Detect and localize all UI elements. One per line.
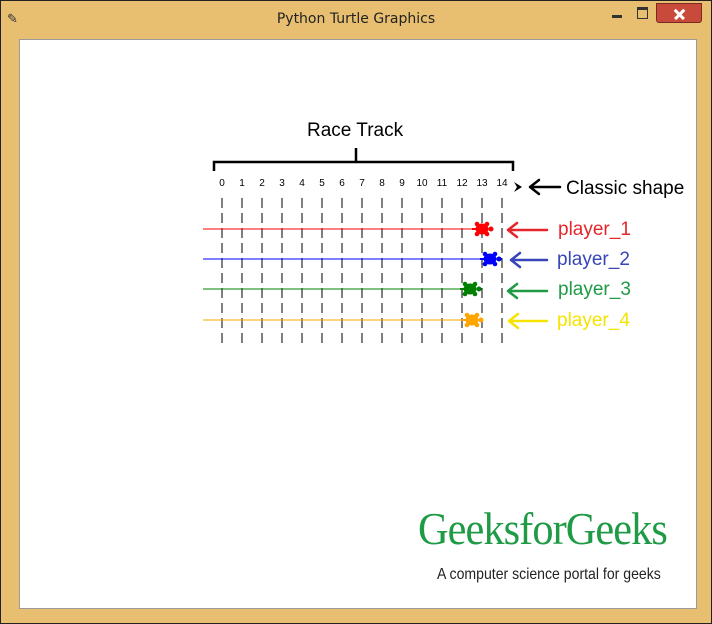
tick-label: 10 <box>416 178 428 189</box>
player-2-label: player_2 <box>557 249 630 270</box>
tick-label: 14 <box>496 178 508 189</box>
player-4-label: player_4 <box>557 310 630 331</box>
classic-turtle-icon <box>514 182 522 192</box>
tick-label: 8 <box>379 178 385 189</box>
close-button[interactable] <box>656 3 702 23</box>
classic-shape-label: Classic shape <box>566 178 685 199</box>
player-3-label: player_3 <box>558 279 631 300</box>
window-title: Python Turtle Graphics <box>276 11 436 27</box>
race-track-title: Race Track <box>307 120 404 141</box>
annotation-arrow-icon <box>528 178 562 196</box>
feather-icon: ✎ <box>7 11 18 26</box>
player-1-label: player_1 <box>558 219 631 240</box>
tick-label: 0 <box>219 178 225 189</box>
tick-label: 2 <box>259 178 265 189</box>
tick-label: 12 <box>456 178 468 189</box>
annotation-arrow-icon <box>507 312 549 330</box>
annotation-arrow-icon <box>506 282 549 300</box>
tick-label: 5 <box>319 178 325 189</box>
tick-label: 11 <box>437 178 448 189</box>
annotation-arrow-icon <box>509 251 549 269</box>
tick-label: 7 <box>359 178 365 189</box>
maximize-button[interactable] <box>630 3 656 23</box>
tick-label: 9 <box>399 178 405 189</box>
turtle-icon <box>472 221 494 237</box>
bracket-line <box>212 148 515 171</box>
tick-label: 6 <box>339 178 345 189</box>
tick-label: 13 <box>476 178 488 189</box>
title-bar[interactable]: ✎ Python Turtle Graphics <box>1 1 711 39</box>
geeksforgeeks-logo: GeeksforGeeks <box>418 503 668 554</box>
annotation-arrow-icon <box>506 221 549 239</box>
turtle-icon <box>462 312 484 328</box>
minimize-button[interactable] <box>604 3 630 23</box>
turtle-icon <box>480 251 502 267</box>
geeksforgeeks-tagline: A computer science portal for geeks <box>437 566 661 583</box>
turtle-icon <box>460 281 482 297</box>
tick-label: 3 <box>279 178 285 189</box>
tick-label: 1 <box>239 178 245 189</box>
tick-label: 4 <box>299 178 305 189</box>
race-track-bracket <box>212 148 515 171</box>
